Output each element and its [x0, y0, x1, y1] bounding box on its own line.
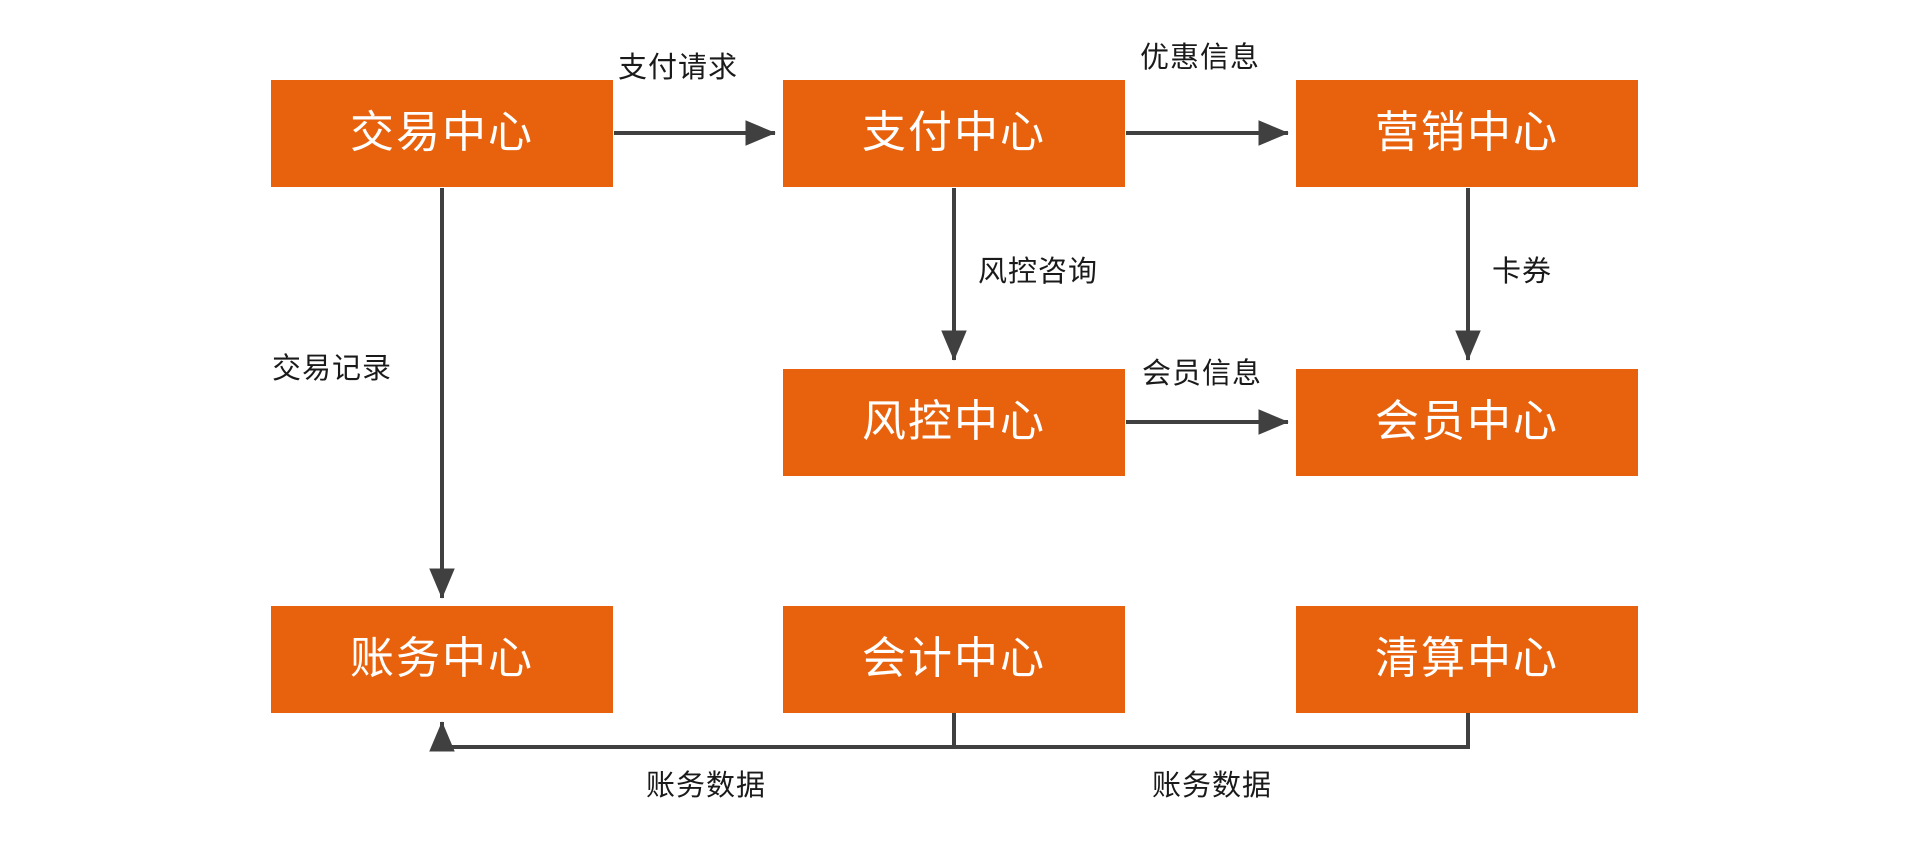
node-payment-center[interactable]: 支付中心 — [783, 80, 1125, 187]
edge-label-risk-consult: 风控咨询 — [978, 256, 1099, 288]
node-label: 清算中心 — [1375, 633, 1559, 683]
edge-label-payment-request: 支付请求 — [618, 52, 739, 84]
node-member-center[interactable]: 会员中心 — [1296, 369, 1638, 476]
edge-label-trade-record: 交易记录 — [272, 353, 393, 385]
edge-label-member-info: 会员信息 — [1142, 358, 1263, 390]
node-settlement-center[interactable]: 清算中心 — [1296, 606, 1638, 713]
node-label: 账务中心 — [350, 633, 534, 683]
node-accounting-center[interactable]: 会计中心 — [783, 606, 1125, 713]
node-trade-center[interactable]: 交易中心 — [271, 80, 613, 187]
node-marketing-center[interactable]: 营销中心 — [1296, 80, 1638, 187]
edge-label-account-data-right: 账务数据 — [1152, 770, 1273, 802]
edge-label-coupon: 卡券 — [1492, 256, 1553, 288]
node-label: 风控中心 — [862, 396, 1046, 446]
node-riskcontrol-center[interactable]: 风控中心 — [783, 369, 1125, 476]
node-account-center[interactable]: 账务中心 — [271, 606, 613, 713]
node-label: 会员中心 — [1375, 396, 1559, 446]
node-label: 交易中心 — [350, 107, 534, 157]
edge-settlement-to-account — [442, 713, 1470, 749]
node-label: 营销中心 — [1375, 107, 1559, 157]
edge-label-account-data-left: 账务数据 — [646, 770, 767, 802]
node-label: 支付中心 — [862, 107, 1046, 157]
edge-accounting-to-account — [429, 713, 956, 752]
edge-label-promo-info: 优惠信息 — [1140, 42, 1261, 74]
node-label: 会计中心 — [862, 633, 1046, 683]
